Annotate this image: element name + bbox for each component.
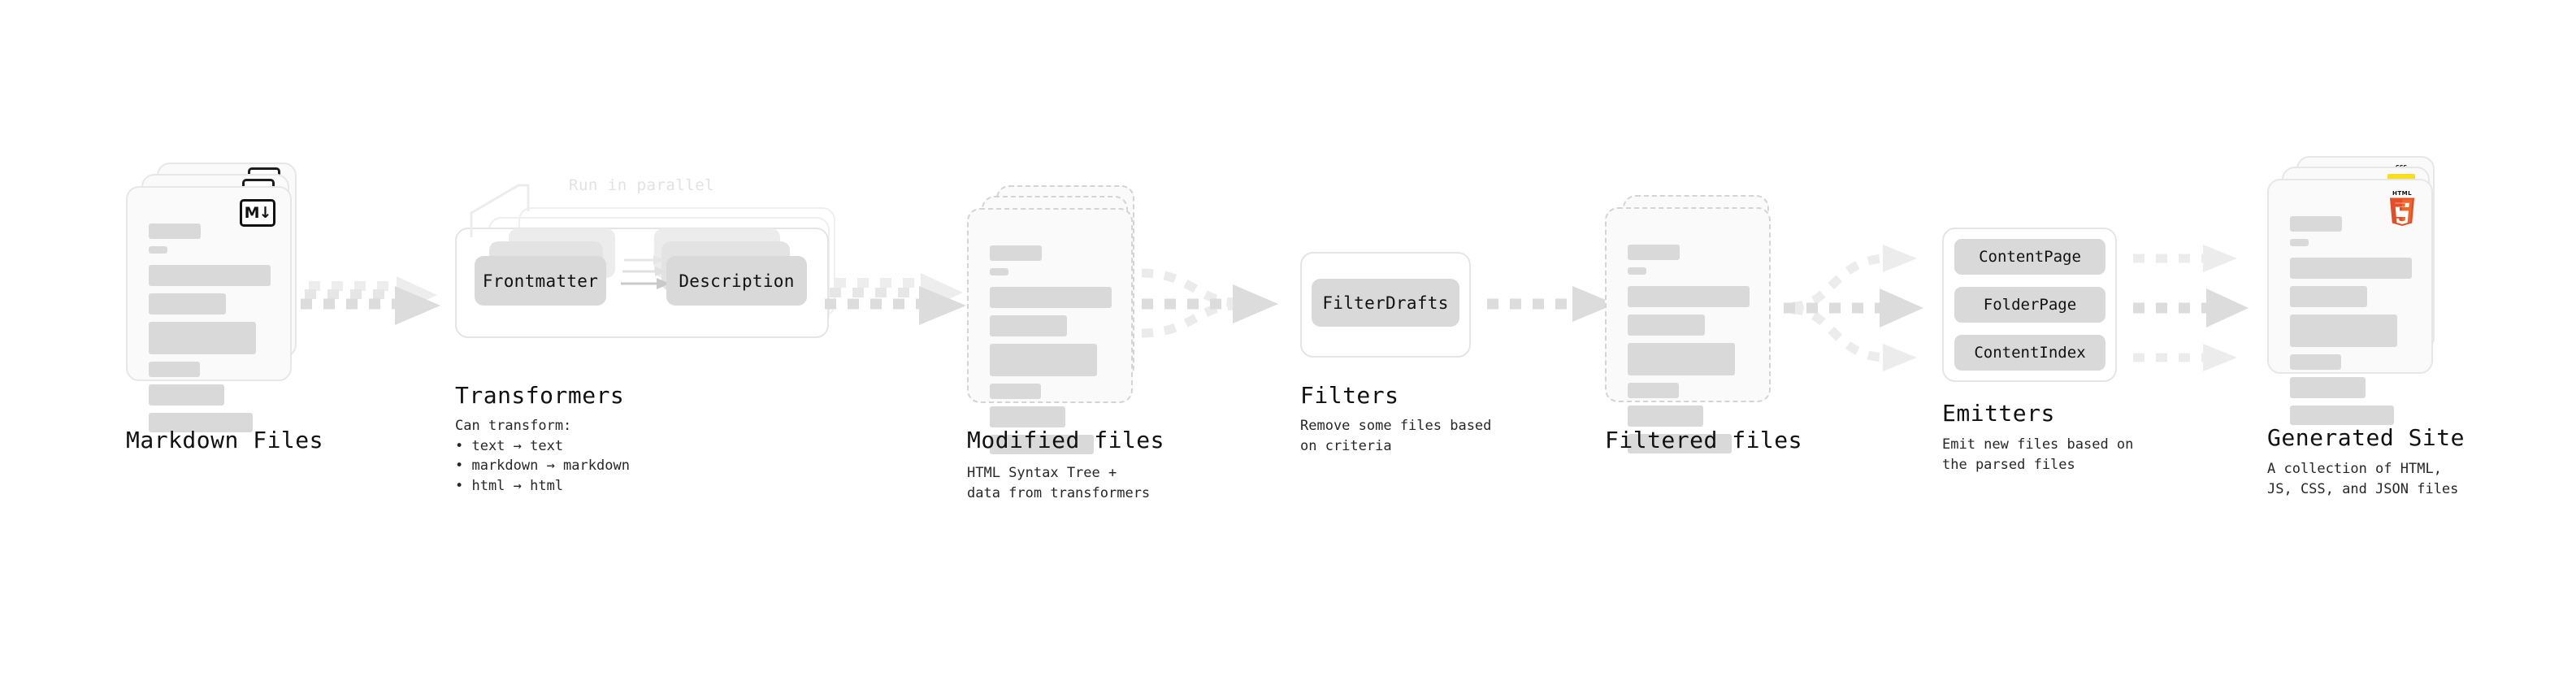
placeholder-bar	[1628, 245, 1680, 260]
html5-badge: HTML	[2389, 189, 2415, 226]
placeholder-bar	[1628, 343, 1735, 375]
placeholder-bar	[990, 315, 1067, 336]
transformers-subtitle: Can transform: • text → text • markdown …	[455, 418, 630, 494]
markdown-sheet-front: M↓	[126, 186, 292, 432]
emitters-title: Emitters	[1942, 400, 2055, 427]
placeholder-bar	[149, 322, 256, 354]
placeholder-bar	[990, 268, 1008, 275]
emitter-box-contentindex[interactable]: ContentIndex	[1954, 335, 2105, 371]
placeholder-bar	[149, 293, 226, 314]
md-to-transformers-arrow	[301, 276, 440, 325]
placeholder-bar	[990, 406, 1065, 427]
generated-site-subtitle: A collection of HTML, JS, CSS, and JSON …	[2267, 461, 2459, 497]
placeholder-bar	[2290, 216, 2342, 232]
filtered-sheet-front	[1605, 207, 1771, 453]
generated-site-title: Generated Site	[2267, 424, 2465, 451]
markdown-files-title: Markdown Files	[126, 427, 324, 453]
placeholder-bar	[990, 435, 1094, 454]
filters-title: Filters	[1300, 382, 1399, 409]
placeholder-bar	[990, 344, 1097, 376]
run-in-parallel-label: Run in parallel	[569, 176, 715, 194]
placeholder-bar	[149, 413, 253, 432]
filter-box-filterdrafts[interactable]: FilterDrafts	[1312, 279, 1459, 327]
placeholder-bar	[990, 287, 1112, 308]
placeholder-bar	[1628, 434, 1732, 453]
placeholder-bar	[990, 245, 1042, 261]
placeholder-bar	[149, 265, 271, 286]
transformers-to-modified-arrow	[825, 273, 966, 325]
markdown-badge: M↓	[240, 199, 275, 227]
placeholder-bar	[149, 246, 167, 254]
transformer-inner-arrows	[621, 255, 670, 289]
placeholder-bar	[990, 384, 1041, 399]
site-placeholder-lines	[2290, 216, 2412, 432]
svg-text:HTML: HTML	[2392, 189, 2412, 197]
placeholder-bar	[2290, 314, 2397, 347]
filters-to-filtered-arrow	[1487, 286, 1615, 322]
placeholder-bar	[1628, 286, 1750, 307]
placeholder-bar	[1628, 314, 1705, 336]
placeholder-bar	[2290, 354, 2341, 370]
placeholder-bar	[2290, 406, 2394, 425]
modified-sheet-front	[967, 208, 1133, 454]
site-sheet-front: HTML	[2267, 179, 2433, 425]
markdown-placeholder-lines	[149, 223, 271, 440]
placeholder-bar	[2290, 286, 2367, 307]
filtered-placeholder-lines	[1628, 245, 1750, 461]
placeholder-bar	[149, 223, 201, 239]
placeholder-bar	[2290, 258, 2412, 279]
placeholder-bar	[2290, 377, 2366, 398]
placeholder-bar	[149, 384, 224, 406]
emitter-box-folderpage[interactable]: FolderPage	[1954, 287, 2105, 323]
modified-to-filters-arrow	[1141, 268, 1278, 338]
placeholder-bar	[1628, 406, 1703, 427]
transformers-title: Transformers	[455, 382, 625, 409]
filters-subtitle: Remove some files based on criteria	[1300, 418, 1492, 454]
modified-files-title: Modified files	[967, 427, 1165, 453]
placeholder-bar	[149, 362, 200, 377]
transformer-box-description[interactable]: Description	[666, 256, 807, 306]
placeholder-bar	[1628, 267, 1646, 275]
placeholder-bar	[2290, 239, 2309, 246]
placeholder-bar	[1628, 383, 1679, 398]
filtered-files-title: Filtered files	[1605, 427, 1803, 453]
emitters-subtitle: Emit new files based on the parsed files	[1942, 436, 2134, 473]
modified-files-subtitle: HTML Syntax Tree + data from transformer…	[967, 465, 1151, 501]
transformer-box-frontmatter[interactable]: Frontmatter	[475, 256, 606, 306]
run-in-parallel-leader	[470, 184, 530, 237]
emitter-box-contentpage[interactable]: ContentPage	[1954, 239, 2105, 275]
emitters-to-site-arrow	[2133, 245, 2249, 371]
modified-placeholder-lines	[990, 245, 1112, 462]
filtered-to-emitters-arrow	[1784, 245, 1923, 371]
